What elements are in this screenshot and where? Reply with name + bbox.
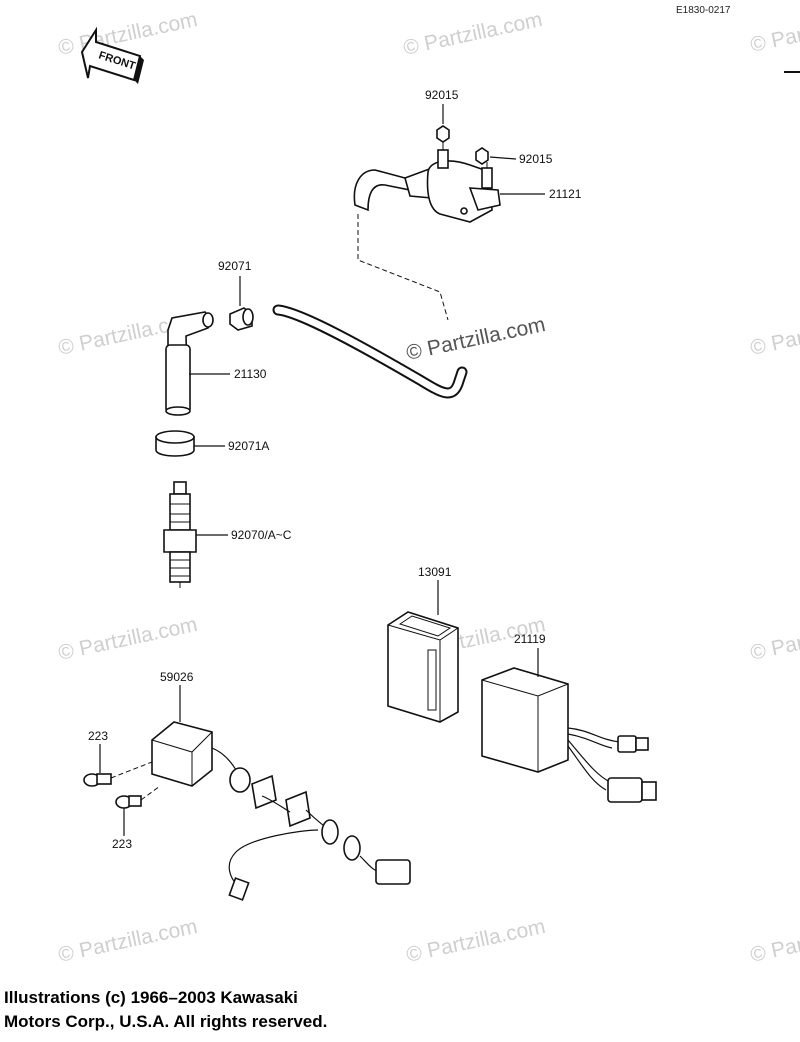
case-13091 [387, 611, 459, 723]
nut-92015-top [436, 125, 450, 143]
spark-plug-cap [165, 311, 214, 416]
watermark: © Partzilla.com [56, 613, 199, 665]
pickup-unit-59026 [151, 721, 411, 901]
watermark: © Partzilla.com [748, 5, 800, 57]
ignition-coil [353, 142, 501, 223]
part-label-92015-top: 92015 [425, 88, 459, 102]
watermark-layer: © Partzilla.com © Partzilla.com © Partzi… [56, 5, 800, 967]
copyright-line-1: Illustrations (c) 1966–2003 Kawasaki [4, 988, 298, 1007]
routing-line [357, 214, 449, 321]
part-label-21130: 21130 [234, 367, 267, 381]
watermark: © Partzilla.com [404, 915, 547, 967]
igniter-21119 [481, 667, 657, 803]
routing-line [110, 761, 153, 779]
routing-line [140, 785, 161, 801]
part-label-21121: 21121 [549, 187, 582, 201]
part-label-59026: 59026 [160, 670, 194, 684]
bolt-223-top [83, 773, 112, 787]
bolt-223-bottom [115, 795, 142, 809]
watermark: © Partzilla.com [56, 915, 199, 967]
seal-ring-92071a [155, 430, 195, 457]
front-arrow-icon: FRONT [80, 26, 144, 84]
copyright-line-2: Motors Corp., U.S.A. All rights reserved… [4, 1012, 328, 1031]
part-label-92071: 92071 [218, 259, 252, 273]
watermark: © Partzilla.com [401, 8, 544, 60]
part-label-92015-right: 92015 [519, 152, 553, 166]
cap-seal-92071 [229, 307, 254, 331]
part-label-92071a: 92071A [228, 439, 269, 453]
part-label-223-bottom: 223 [112, 837, 132, 851]
nut-92015-right [475, 147, 489, 165]
watermark: © Partzilla.com [404, 313, 547, 365]
watermark: © Partzilla.com [748, 308, 800, 360]
copyright-notice: Illustrations (c) 1966–2003 Kawasaki Mot… [4, 986, 327, 1034]
watermark: © Partzilla.com [748, 613, 800, 665]
spark-plug [163, 481, 197, 588]
diagram-code: E1830-0217 [676, 5, 731, 16]
part-label-13091: 13091 [418, 565, 452, 579]
part-label-21119: 21119 [514, 632, 546, 646]
leader-line [489, 156, 517, 160]
part-label-92070: 92070/A~C [231, 528, 292, 542]
watermark: © Partzilla.com [748, 915, 800, 967]
part-label-223-top: 223 [88, 729, 108, 743]
